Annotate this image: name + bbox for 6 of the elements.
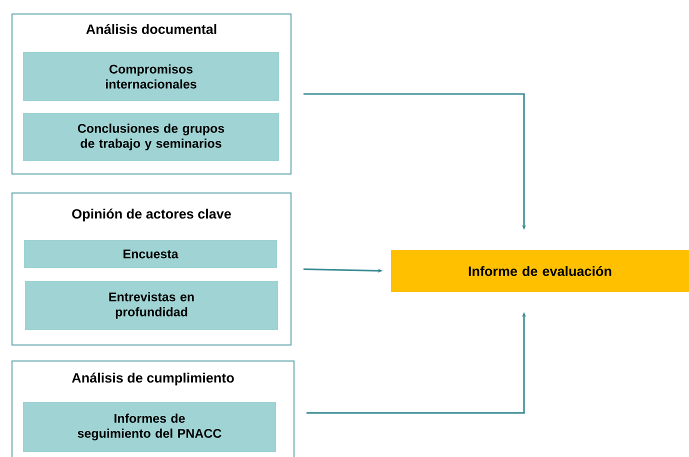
item-box: Encuesta <box>24 240 277 268</box>
result-box: Informe de evaluación <box>391 250 689 292</box>
item-box: Conclusiones de grupos de trabajo y seminarios <box>23 113 279 161</box>
item-box: Compromisos internacionales <box>23 52 279 101</box>
item-box: Entrevistas en profundidad <box>25 280 278 330</box>
item-box: Informes de seguimiento del PNACC <box>23 402 276 452</box>
